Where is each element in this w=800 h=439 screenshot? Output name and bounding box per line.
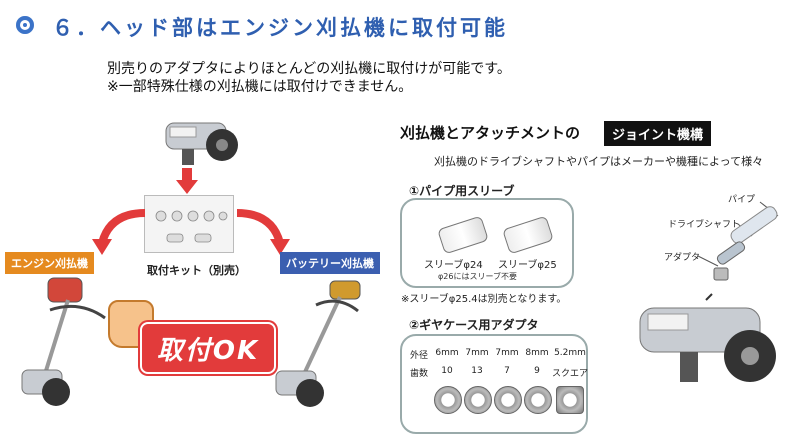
adapter-gear-icon [464,386,492,414]
page-title: ６．ヘッド部はエンジン刈払機に取付可能 [52,16,508,40]
engine-brushcutter-image [21,277,106,406]
adapter-heading: ②ギヤケース用アダプタ [409,318,539,332]
teeth-cell: 9 [534,366,540,376]
mounting-kit-image [144,195,234,253]
joint-subtitle: 刈払機のドライブシャフトやパイプはメーカーや機種によって様々 [434,155,764,168]
diameter-cell: 6mm [435,348,459,358]
drive-shaft-callout-label: ドライブシャフト [668,220,741,230]
assembly-illustration [639,201,779,382]
rotary-head-image [165,122,238,165]
battery-brushcutter-tag: バッテリー刈払機 [280,252,380,274]
sleeve-note: φ26にはスリーブ不要 [438,272,517,281]
sleeve-25-label: スリーブφ25 [498,260,557,271]
joint-title: 刈払機とアタッチメントの [400,124,581,142]
adapter-panel [400,334,588,434]
battery-brushcutter-image [275,280,361,407]
diameter-header: 外径 [409,351,428,361]
sleeve-24-label: スリーブφ24 [424,260,483,271]
intro-text: 別売りのアダプタによりほとんどの刈払機に取付けが可能です。 ※一部特殊仕様の刈払… [107,60,511,96]
diameter-cell: 5.2mm [554,348,586,358]
teeth-cell: 13 [471,366,483,376]
adapter-gear-icon [434,386,462,414]
sleeve-footnote: ※スリーブφ25.4は別売となります。 [401,294,567,305]
adapter-square-icon [556,386,584,414]
teeth-row: 歯数 10 13 7 9 スクエア [406,366,588,379]
kit-label: 取付キット（別売） [147,264,246,277]
teeth-cell: 10 [441,366,453,376]
diameter-cell: 7mm [495,348,519,358]
pipe-callout-label: パイプ [728,195,756,205]
arrow-left-curved-icon [92,209,146,255]
adapter-gear-icon [524,386,552,414]
teeth-cell: スクエア [552,369,589,379]
intro-line-2: ※一部特殊仕様の刈払機には取付けできません。 [107,79,413,95]
teeth-header: 歯数 [409,369,428,379]
intro-line-1: 別売りのアダプタによりほとんどの刈払機に取付けが可能です。 [107,61,511,77]
pipe-sleeve-heading: ①パイプ用スリーブ [409,184,515,198]
diameter-row: 外径 6mm 7mm 7mm 8mm 5.2mm [406,348,588,361]
arrow-right-curved-icon [236,209,290,255]
attach-ok-badge: 取付OK [140,322,276,374]
joint-title-highlight: ジョイント機構 [604,121,712,146]
engine-brushcutter-tag: エンジン刈払機 [5,252,94,274]
arrow-down-icon [176,168,198,194]
adapter-gear-icon [494,386,522,414]
diameter-cell: 8mm [525,348,549,358]
title-bullet-icon [16,16,34,34]
adapter-callout-label: アダプタ [664,253,701,263]
teeth-cell: 7 [504,366,510,376]
diameter-cell: 7mm [465,348,489,358]
